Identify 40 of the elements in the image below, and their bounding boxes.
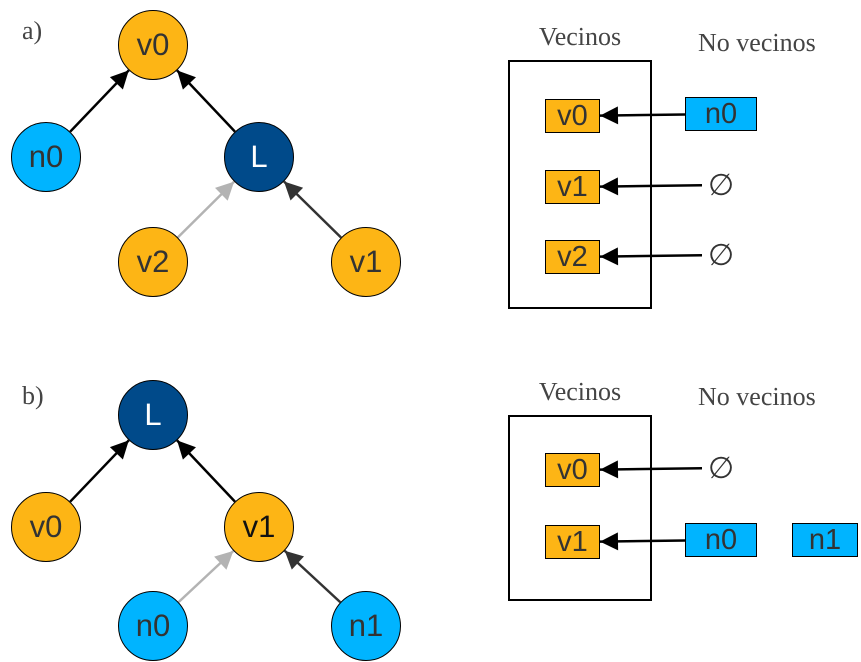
arrow	[176, 70, 236, 132]
arrow	[600, 177, 702, 196]
node-circle: L	[118, 380, 188, 450]
arrow	[600, 106, 686, 124]
node-rect: n1	[792, 523, 858, 557]
node-rect: v1	[545, 525, 600, 559]
node-circle: L	[224, 122, 294, 192]
group-heading: Vecinos	[538, 22, 622, 52]
column-heading: No vecinos	[698, 28, 816, 58]
panel-label: b)	[22, 381, 44, 411]
node-rect: n0	[685, 97, 757, 131]
node-circle: n1	[331, 591, 401, 661]
arrow	[178, 550, 234, 604]
node-circle: v0	[11, 492, 81, 562]
empty-set-symbol: ∅	[706, 166, 736, 204]
group-heading: Vecinos	[538, 377, 622, 407]
node-rect: n0	[685, 523, 757, 557]
arrow	[176, 180, 236, 238]
arrow	[600, 247, 702, 266]
empty-set-symbol: ∅	[706, 236, 736, 274]
node-rect: v0	[545, 99, 600, 133]
node-rect: v0	[545, 453, 600, 487]
arrow	[283, 180, 342, 238]
arrow	[176, 440, 236, 502]
node-circle: v2	[118, 227, 188, 297]
arrow	[600, 460, 702, 478]
node-rect: v1	[545, 170, 600, 204]
node-circle: v1	[331, 227, 401, 297]
arrow	[284, 550, 342, 604]
arrow	[600, 532, 686, 550]
node-circle: v1	[224, 492, 294, 562]
empty-set-symbol: ∅	[706, 449, 736, 487]
arrow	[69, 69, 130, 133]
node-rect: v2	[545, 240, 600, 274]
arrow	[69, 439, 130, 503]
node-circle: v0	[118, 10, 188, 80]
node-circle: n0	[11, 122, 81, 192]
panel-label: a)	[22, 16, 42, 46]
column-heading: No vecinos	[698, 382, 816, 412]
node-circle: n0	[118, 591, 188, 661]
